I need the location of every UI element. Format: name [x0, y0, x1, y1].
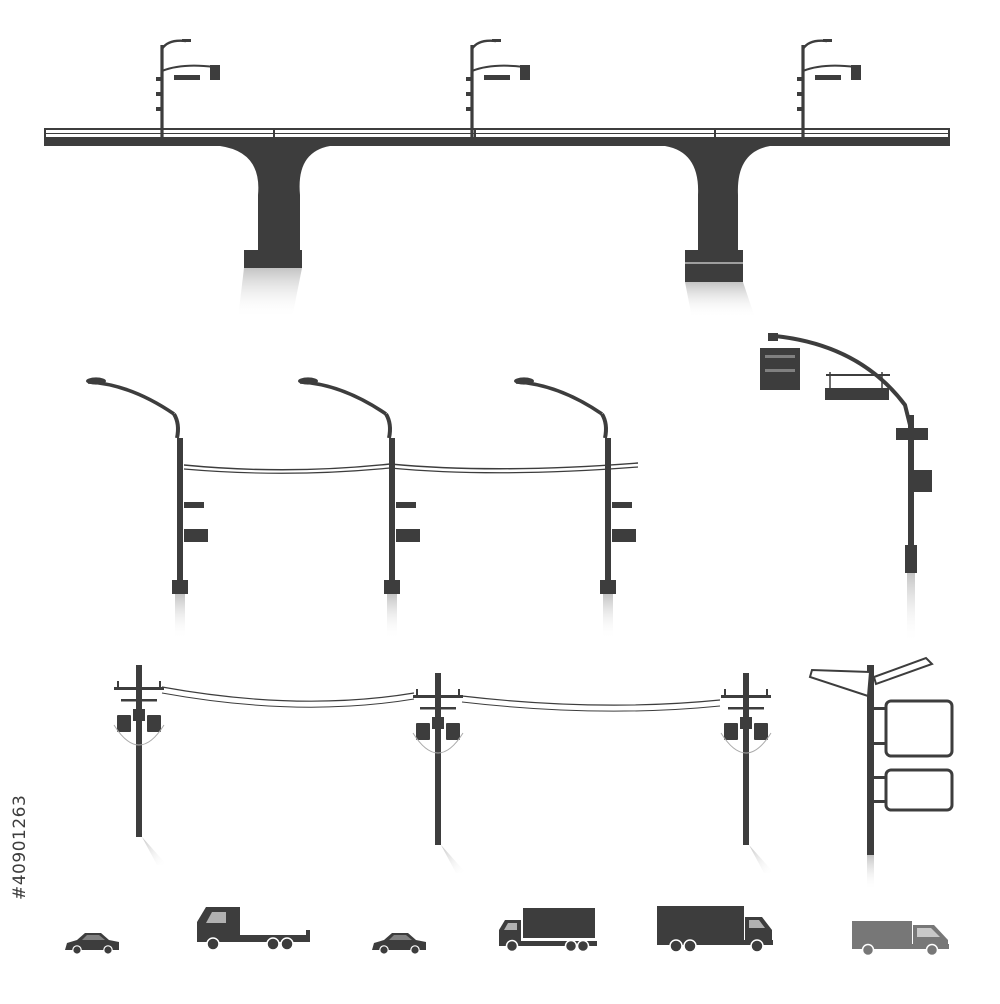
power-line	[461, 695, 721, 706]
direction-sign-right	[872, 656, 934, 686]
utility-pole	[720, 672, 775, 874]
street-lamp	[84, 375, 210, 641]
utility-pole	[113, 664, 168, 866]
traffic-signal	[760, 348, 800, 390]
street-lamp-row	[84, 375, 639, 641]
street-lamp	[296, 375, 422, 641]
sign-board-upper	[884, 699, 954, 758]
bridge	[44, 37, 950, 318]
flatbed-truck	[197, 907, 310, 951]
sedan	[64, 932, 120, 955]
power-line	[161, 686, 415, 702]
box-truck-light	[852, 921, 949, 957]
box-truck-large	[657, 906, 773, 953]
street-lamp	[512, 375, 638, 641]
direction-sign-left	[808, 668, 872, 698]
vehicle-row	[64, 906, 949, 957]
power-line	[461, 701, 721, 712]
signpost	[808, 656, 954, 890]
utility-pole-row	[113, 664, 775, 874]
box-truck	[498, 907, 598, 953]
overhead-wire	[183, 466, 639, 474]
street-name-sign	[825, 388, 889, 400]
overhead-wire	[183, 462, 639, 471]
sign-board-lower	[884, 768, 954, 812]
bridge-lamp	[154, 37, 222, 139]
utility-pole	[412, 672, 467, 874]
stock-image-id: #40901263	[10, 794, 30, 900]
traffic-light-pole	[760, 333, 932, 643]
power-line	[161, 692, 415, 708]
bridge-lamp	[464, 37, 532, 139]
sedan	[371, 932, 427, 955]
bridge-lamp	[795, 37, 863, 139]
